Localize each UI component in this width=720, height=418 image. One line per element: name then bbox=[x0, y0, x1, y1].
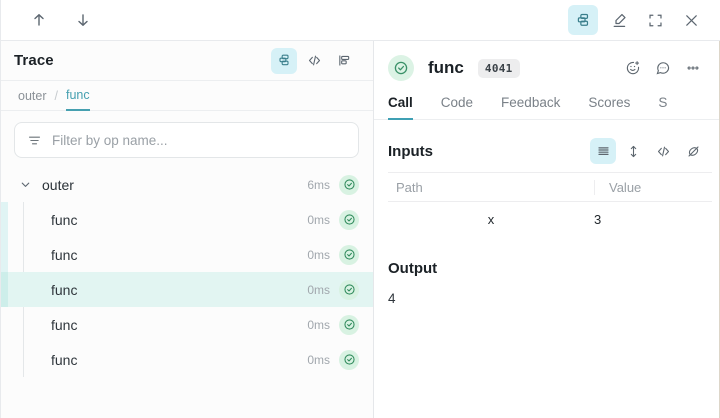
filter-container bbox=[0, 111, 373, 167]
top-toolbar bbox=[0, 0, 720, 41]
status-ok-icon bbox=[339, 209, 359, 230]
chevron-down-icon[interactable] bbox=[16, 178, 34, 191]
top-toolbar-nav bbox=[0, 5, 98, 35]
inputs-table-header: Path Value bbox=[388, 172, 712, 202]
call-detail-panel: func 4041 Call Code Feedback bbox=[374, 41, 720, 418]
top-toolbar-actions bbox=[568, 5, 720, 35]
tree-row-func-3-selected[interactable]: func 0ms bbox=[0, 272, 373, 307]
tree-row-duration: 6ms bbox=[307, 177, 330, 192]
nav-down-icon[interactable] bbox=[68, 5, 98, 35]
trace-tree[interactable]: outer 6ms func 0ms bbox=[0, 167, 373, 418]
tree-row-meta: 0ms bbox=[307, 244, 359, 265]
filter-icon bbox=[27, 133, 42, 148]
tree-row-label: func bbox=[51, 351, 78, 368]
call-header: func 4041 bbox=[374, 41, 720, 89]
tree-row-meta: 0ms bbox=[307, 209, 359, 230]
code-view-icon[interactable] bbox=[650, 138, 676, 164]
highlighter-icon[interactable] bbox=[604, 5, 634, 35]
tab-feedback[interactable]: Feedback bbox=[501, 95, 561, 110]
layers-view-icon[interactable] bbox=[271, 47, 297, 74]
status-ok-icon bbox=[339, 174, 359, 195]
call-status-ok-icon bbox=[388, 55, 414, 81]
row-rail bbox=[0, 342, 8, 377]
tree-row-func-4[interactable]: func 0ms bbox=[0, 307, 373, 342]
trace-panel-header: Trace bbox=[0, 41, 373, 81]
tree-row-meta: 0ms bbox=[307, 314, 359, 335]
trace-panel: Trace outer / func bbox=[0, 41, 374, 418]
filter-input[interactable] bbox=[52, 132, 346, 148]
tree-row-meta: 6ms bbox=[307, 174, 359, 195]
main-split: Trace outer / func bbox=[0, 41, 720, 418]
status-ok-icon bbox=[339, 349, 359, 370]
call-id-badge: 4041 bbox=[477, 58, 520, 78]
tree-row-meta: 0ms bbox=[307, 349, 359, 370]
more-options-icon[interactable] bbox=[680, 55, 706, 81]
tree-row-label: func bbox=[51, 281, 78, 298]
tab-summary-truncated[interactable]: S bbox=[658, 95, 668, 110]
input-value-cell: 3 bbox=[594, 211, 602, 227]
inputs-header: Inputs bbox=[374, 120, 720, 172]
status-ok-icon bbox=[339, 279, 359, 300]
breadcrumb-parent[interactable]: outer bbox=[18, 88, 47, 103]
output-value: 4 bbox=[388, 291, 396, 306]
output-title: Output bbox=[388, 260, 438, 277]
code-view-icon[interactable] bbox=[301, 48, 327, 74]
tree-row-label: func bbox=[51, 246, 78, 263]
tree-row-duration: 0ms bbox=[307, 282, 330, 297]
inputs-title: Inputs bbox=[388, 142, 433, 160]
add-reaction-icon[interactable] bbox=[620, 55, 646, 81]
tree-row-label: func bbox=[51, 211, 78, 228]
filter-box[interactable] bbox=[14, 122, 359, 158]
flamegraph-view-icon[interactable] bbox=[331, 48, 357, 74]
tree-row-label: func bbox=[51, 316, 78, 333]
close-icon[interactable] bbox=[676, 5, 706, 35]
comment-icon[interactable] bbox=[650, 55, 676, 81]
inputs-view-switcher bbox=[590, 138, 706, 164]
fullscreen-icon[interactable] bbox=[640, 5, 670, 35]
tree-row-duration: 0ms bbox=[307, 247, 330, 262]
status-ok-icon bbox=[339, 244, 359, 265]
tree-row-func-5[interactable]: func 0ms bbox=[0, 342, 373, 377]
status-ok-icon bbox=[339, 314, 359, 335]
tree-row-duration: 0ms bbox=[307, 317, 330, 332]
column-header-path: Path bbox=[396, 179, 423, 195]
call-tabs: Call Code Feedback Scores S bbox=[374, 89, 720, 120]
list-view-icon[interactable] bbox=[590, 138, 616, 164]
tab-scores[interactable]: Scores bbox=[588, 95, 631, 110]
tree-row-meta: 0ms bbox=[307, 279, 359, 300]
row-rail bbox=[0, 167, 8, 202]
tree-row-duration: 0ms bbox=[307, 352, 330, 367]
row-rail bbox=[0, 202, 8, 237]
tab-call[interactable]: Call bbox=[388, 89, 427, 120]
tree-row-outer[interactable]: outer 6ms bbox=[0, 167, 373, 202]
breadcrumb-current[interactable]: func bbox=[65, 87, 90, 111]
tab-code[interactable]: Code bbox=[440, 95, 474, 110]
tree-row-func-2[interactable]: func 0ms bbox=[0, 237, 373, 272]
row-rail bbox=[0, 237, 8, 272]
output-section: Output 4 bbox=[374, 236, 720, 306]
nav-up-icon[interactable] bbox=[24, 5, 54, 35]
input-path-cell: x bbox=[487, 211, 495, 227]
tree-row-label: outer bbox=[42, 176, 74, 193]
inputs-table: Path Value x 3 bbox=[388, 172, 712, 236]
row-rail bbox=[0, 307, 8, 342]
tree-row-func-1[interactable]: func 0ms bbox=[0, 202, 373, 237]
breadcrumb-separator: / bbox=[54, 88, 58, 103]
hide-view-icon[interactable] bbox=[680, 138, 706, 164]
trace-view-switcher bbox=[271, 47, 357, 74]
layers-icon[interactable] bbox=[568, 5, 598, 35]
column-header-value: Value bbox=[594, 179, 711, 195]
expand-rows-icon[interactable] bbox=[620, 138, 646, 164]
trace-title: Trace bbox=[14, 52, 54, 69]
tree-row-duration: 0ms bbox=[307, 212, 330, 227]
row-rail bbox=[0, 272, 8, 307]
call-header-actions bbox=[620, 55, 706, 81]
breadcrumb: outer / func bbox=[0, 81, 373, 111]
inputs-table-row: x 3 bbox=[388, 202, 712, 236]
call-name: func bbox=[428, 58, 464, 77]
